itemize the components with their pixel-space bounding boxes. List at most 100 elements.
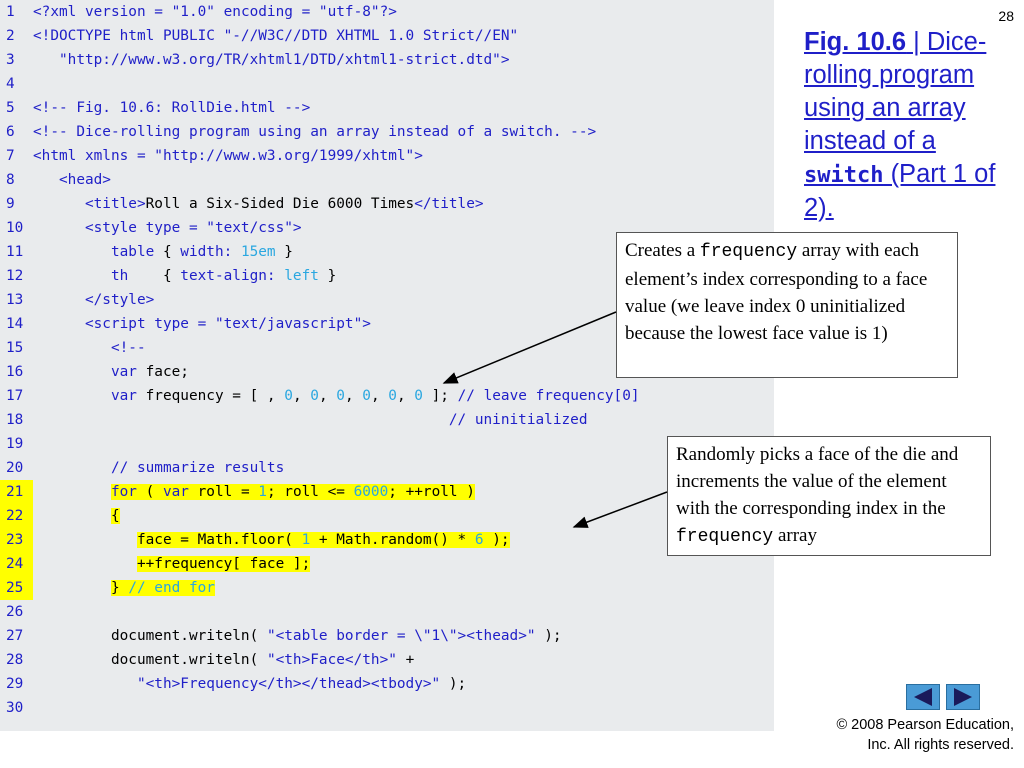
line-number: 19 [6, 436, 24, 452]
code-line: 24 ++frequency[ face ]; [0, 552, 774, 576]
code-text: <?xml version = "1.0" encoding = "utf-8"… [33, 4, 397, 20]
code-line: 9 <title>Roll a Six-Sided Die 6000 Times… [0, 192, 774, 216]
line-number: 16 [6, 364, 24, 380]
line-number: 30 [6, 700, 24, 716]
code-text: face = Math.floor( 1 + Math.random() * 6… [136, 532, 510, 548]
code-text: <!DOCTYPE html PUBLIC "-//W3C//DTD XHTML… [33, 28, 519, 44]
code-line: 10 <style type = "text/css"> [0, 216, 774, 240]
code-line: 11 table { width: 15em } [0, 240, 774, 264]
code-text: var face; [33, 364, 189, 380]
line-number: 17 [6, 388, 24, 404]
line-number: 11 [6, 244, 24, 260]
code-line: 23 face = Math.floor( 1 + Math.random() … [0, 528, 774, 552]
code-line: 19 [0, 432, 774, 456]
code-text: document.writeln( "<table border = \"1\"… [33, 628, 562, 644]
code-line: 29 "<th>Frequency</th></thead><tbody>" )… [0, 672, 774, 696]
line-number: 5 [6, 100, 15, 116]
line-number: 4 [6, 76, 15, 92]
title-keyword: switch [804, 163, 884, 188]
code-text: <head> [33, 172, 111, 188]
code-text: <!-- Fig. 10.6: RollDie.html --> [33, 100, 311, 116]
code-line: 25 } // end for [0, 576, 774, 600]
line-number: 12 [6, 268, 24, 284]
code-text: document.writeln( "<th>Face</th>" + [33, 652, 415, 668]
code-text: "<th>Frequency</th></thead><tbody>" ); [33, 676, 467, 692]
code-text: var frequency = [ , 0, 0, 0, 0, 0, 0 ]; … [33, 388, 640, 404]
line-number: 28 [6, 652, 24, 668]
line-number: 8 [6, 172, 15, 188]
code-text: // uninitialized [33, 412, 588, 428]
line-number: 22 [0, 504, 33, 528]
line-number: 25 [0, 576, 33, 600]
code-line: 21 for ( var roll = 1; roll <= 6000; ++r… [0, 480, 774, 504]
triangle-left-icon [914, 688, 932, 706]
code-line: 2 <!DOCTYPE html PUBLIC "-//W3C//DTD XHTM… [0, 24, 774, 48]
line-number: 23 [0, 528, 33, 552]
code-line: 17 var frequency = [ , 0, 0, 0, 0, 0, 0 … [0, 384, 774, 408]
code-line: 5 <!-- Fig. 10.6: RollDie.html --> [0, 96, 774, 120]
callout-text: array [773, 525, 817, 546]
line-number: 29 [6, 676, 24, 692]
line-number: 3 [6, 52, 15, 68]
callout-text: Creates a [625, 240, 700, 261]
callout-random-face: Randomly picks a face of the die and inc… [667, 436, 991, 556]
code-line: 7 <html xmlns = "http://www.w3.org/1999/x… [0, 144, 774, 168]
code-text: // summarize results [33, 460, 285, 476]
code-line: 14 <script type = "text/javascript"> [0, 312, 774, 336]
code-line: 20 // summarize results [0, 456, 774, 480]
figure-label[interactable]: Fig. 10.6 [804, 28, 907, 56]
code-line: 27 document.writeln( "<table border = \"… [0, 624, 774, 648]
title-suffix: (Part 1 of 2). [804, 160, 996, 222]
code-text: <html xmlns = "http://www.w3.org/1999/xh… [33, 148, 423, 164]
previous-slide-button[interactable] [906, 684, 940, 710]
code-line: 30 [0, 696, 774, 720]
callout-text: array with each element’s index correspo… [625, 240, 928, 344]
code-text: th { text-align: left } [33, 268, 337, 284]
code-text: } // end for [110, 580, 215, 596]
code-text: <!-- Dice-rolling program using an array… [33, 124, 597, 140]
code-text: for ( var roll = 1; roll <= 6000; ++roll… [110, 484, 475, 500]
line-number: 14 [6, 316, 24, 332]
code-line: 26 [0, 600, 774, 624]
code-line: 3 "http://www.w3.org/TR/xhtml1/DTD/xhtml… [0, 48, 774, 72]
copyright-line: © 2008 Pearson Education, [836, 717, 1014, 733]
line-number: 7 [6, 148, 15, 164]
line-number: 24 [0, 552, 33, 576]
slide-title[interactable]: Fig. 10.6 | Dice-rolling program using a… [804, 26, 1016, 225]
page-number: 28 [998, 8, 1014, 24]
code-text: "http://www.w3.org/TR/xhtml1/DTD/xhtml1-… [33, 52, 510, 68]
line-number: 6 [6, 124, 15, 140]
code-text: ++frequency[ face ]; [136, 556, 311, 572]
code-line: 13 </style> [0, 288, 774, 312]
code-text: </style> [33, 292, 155, 308]
code-line: 8 <head> [0, 168, 774, 192]
code-text: <!-- [33, 340, 146, 356]
callout-code: frequency [699, 242, 798, 262]
code-line: 28 document.writeln( "<th>Face</th>" + [0, 648, 774, 672]
code-text: <style type = "text/css"> [33, 220, 302, 236]
line-number: 13 [6, 292, 24, 308]
line-number: 1 [6, 4, 15, 20]
code-line: 16 var face; [0, 360, 774, 384]
copyright-line: Inc. All rights reserved. [867, 737, 1014, 753]
line-number: 20 [6, 460, 24, 476]
code-line: 6 <!-- Dice-rolling program using an arra… [0, 120, 774, 144]
code-line: 18 // uninitialized [0, 408, 774, 432]
code-line: 15 <!-- [0, 336, 774, 360]
code-text: <script type = "text/javascript"> [33, 316, 371, 332]
callout-text: Randomly picks a face of the die and inc… [676, 444, 959, 519]
line-number: 2 [6, 28, 15, 44]
callout-code: frequency [676, 527, 774, 547]
code-text: table { width: 15em } [33, 244, 293, 260]
line-number: 15 [6, 340, 24, 356]
title-text: | Dice-rolling program using an array in… [804, 28, 987, 155]
line-number: 9 [6, 196, 15, 212]
next-slide-button[interactable] [946, 684, 980, 710]
code-line: 12 th { text-align: left } [0, 264, 774, 288]
copyright-notice: © 2008 Pearson Education, Inc. All right… [770, 715, 1014, 755]
code-line: 22 { [0, 504, 774, 528]
line-number: 18 [6, 412, 24, 428]
code-line: 4 [0, 72, 774, 96]
code-text: <title>Roll a Six-Sided Die 6000 Times</… [33, 196, 484, 212]
callout-frequency-array: Creates a frequency array with each elem… [616, 232, 958, 378]
